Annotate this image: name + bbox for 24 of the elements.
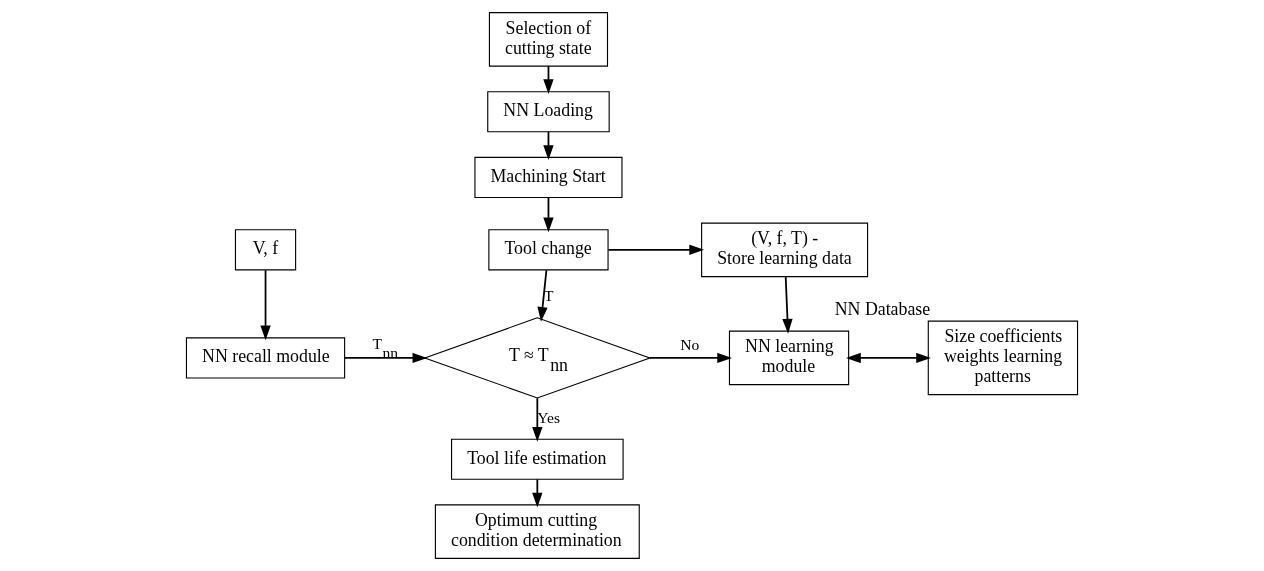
node-box: Tool change [488,229,609,271]
arrow [543,196,554,233]
arrow [782,276,793,334]
node-box: V, f [234,229,297,271]
node-box: NN Loading [487,91,610,133]
node-label: NN Database [834,299,931,320]
arrow [649,352,732,364]
node-box: (V, f, T) - Store learning data [701,222,869,278]
arrow [607,244,705,255]
node-box: Selection of cutting state [488,12,609,67]
node-box: NN learning module [728,330,850,386]
edge-label: Yes [537,408,560,426]
edge-label: No [680,336,700,354]
arrow [846,352,931,364]
arrow [344,352,428,364]
node-box: Size coefficients weights learning patterns [927,320,1079,396]
node-box: NN recall module [185,337,346,379]
node-box: Tool life estimation [451,438,624,480]
node-box: Machining Start [474,156,623,199]
arrow [537,269,548,322]
arrow [532,478,543,508]
arrow [260,269,271,341]
node-box: Optimum cutting condition determination [434,504,640,559]
arrow [532,397,543,442]
